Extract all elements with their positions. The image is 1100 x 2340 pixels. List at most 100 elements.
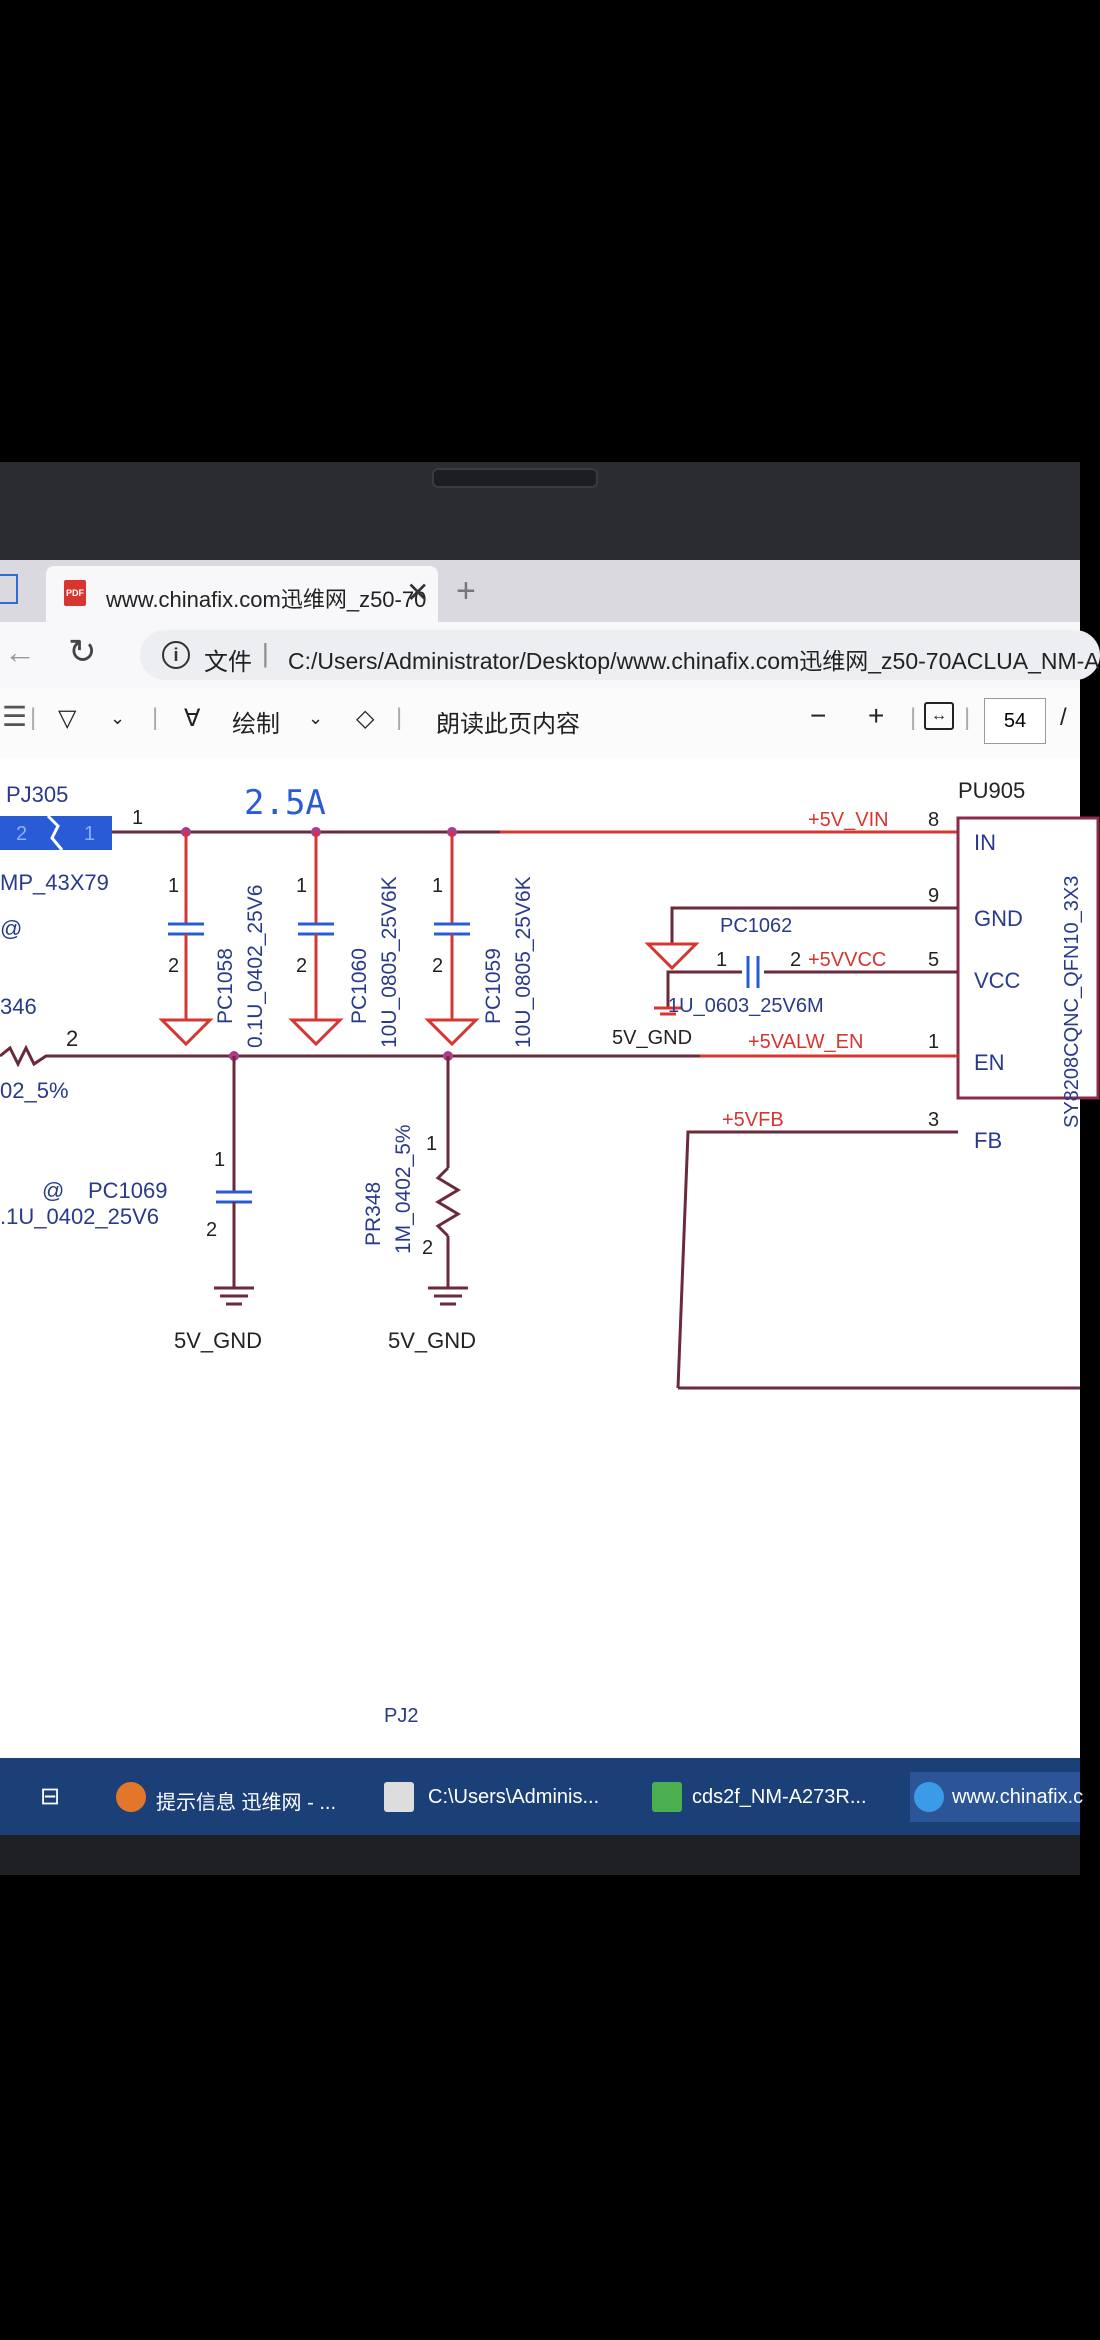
pc1069-at: @ — [42, 1178, 64, 1203]
url-text[interactable]: C:/Users/Administrator/Desktop/www.china… — [288, 648, 1100, 674]
toolbar-divider: | — [964, 704, 971, 731]
pc1059-ref: PC1059 — [482, 948, 505, 1024]
app-icon — [116, 1782, 146, 1812]
pc1059-value: 10U_0805_25V6K — [512, 876, 535, 1048]
gnd-wire — [670, 906, 958, 944]
pc1060-value: 10U_0805_25V6K — [378, 876, 401, 1048]
new-tab-button[interactable]: + — [456, 572, 476, 610]
pdf-page: PJ305 2 1 1 MP_43X79 @ 2.5A 1 2 PC1058 0… — [0, 758, 1100, 1758]
draw-button[interactable]: 绘制 — [232, 711, 280, 738]
connector-part: MP_43X79 — [0, 870, 109, 895]
pc1069-pin1: 1 — [214, 1149, 225, 1171]
footer-ref: PJ2 — [384, 1705, 418, 1727]
browser-tab-bar: PDF www.chinafix.com迅维网_z50-70 ✕ + — [0, 560, 1080, 622]
tab-title: www.chinafix.com迅维网_z50-70 — [106, 587, 427, 612]
pr348-value: 1M_0402_5% — [392, 1124, 415, 1254]
connector-ref: PJ305 — [6, 782, 68, 807]
close-tab-button[interactable]: ✕ — [406, 577, 430, 608]
webcam-hinge — [432, 468, 598, 488]
toolbar-divider: | — [396, 704, 403, 731]
pin-fb-name: FB — [974, 1128, 1002, 1153]
pc1060-pin2: 2 — [296, 955, 307, 977]
task-view-icon[interactable]: ⊟ — [40, 1783, 61, 1810]
connector-pin-out: 1 — [132, 807, 143, 829]
pin-gnd-num: 9 — [928, 885, 939, 907]
app-icon — [652, 1782, 682, 1812]
fb-wire — [676, 1130, 958, 1389]
read-aloud-button[interactable]: 朗读此页内容 — [436, 711, 580, 738]
contents-icon[interactable]: ☰ — [2, 701, 28, 732]
browser-tab[interactable]: PDF www.chinafix.com迅维网_z50-70 ✕ — [46, 566, 438, 622]
pc1059-pin2: 2 — [432, 955, 443, 977]
laptop-bottom-bezel — [0, 1835, 1080, 1875]
pc1059-pin1: 1 — [432, 875, 443, 897]
capacitor-pc1069 — [214, 1051, 254, 1306]
url-field[interactable]: i 文件 | C:/Users/Administrator/Desktop/ww… — [140, 630, 1100, 680]
connector-at: @ — [0, 916, 22, 941]
pc1058-ref: PC1058 — [214, 948, 237, 1024]
gnd-symbol — [644, 942, 700, 971]
pc1058-pin2: 2 — [168, 955, 179, 977]
pdf-toolbar: ☰ | ▽ ⌄ | ∀ 绘制 ⌄ ◇ | 朗读此页内容 − + | ↔ | 54… — [0, 688, 1080, 759]
pc1069-ref: PC1069 — [88, 1178, 168, 1203]
pin-in-num: 8 — [928, 809, 939, 831]
resistor-346-ref: 346 — [0, 994, 37, 1019]
window-control-icon[interactable] — [0, 574, 18, 604]
taskbar-item-label: cds2f_NM-A273R... — [692, 1786, 867, 1808]
vin-net-label: +5V_VIN — [808, 809, 889, 831]
pc1062-pin1: 1 — [716, 949, 727, 971]
url-separator: | — [262, 638, 269, 668]
site-label: 文件 — [204, 649, 252, 676]
info-icon[interactable]: i — [162, 641, 190, 669]
pin-gnd-name: GND — [974, 906, 1023, 931]
taskbar-item-browser[interactable]: www.chinafix.c — [910, 1772, 1084, 1822]
chevron-down-icon[interactable]: ⌄ — [110, 708, 126, 728]
ic-pu905 — [956, 816, 1100, 1100]
eraser-icon[interactable]: ◇ — [356, 705, 375, 732]
schematic-drawing: PJ305 2 1 1 MP_43X79 @ 2.5A 1 2 PC1058 0… — [0, 778, 1100, 1727]
pr348-ref: PR348 — [362, 1182, 385, 1246]
browser-icon — [914, 1782, 944, 1812]
refresh-icon[interactable]: ↻ — [68, 633, 97, 671]
pin-en-num: 1 — [928, 1031, 939, 1053]
back-arrow-icon[interactable]: ← — [4, 634, 36, 670]
taskbar-item-explorer[interactable]: C:\Users\Adminis... — [384, 1772, 624, 1822]
document-icon — [384, 1782, 414, 1812]
toolbar-divider: | — [910, 704, 917, 731]
page-number-input[interactable]: 54 — [984, 698, 1046, 744]
zoom-in-button[interactable]: + — [868, 700, 885, 731]
pc1069-pin2: 2 — [206, 1219, 217, 1241]
resistor-pr348 — [428, 1051, 468, 1306]
toolbar-divider: | — [30, 704, 37, 731]
pdf-icon: PDF — [64, 580, 86, 606]
pc1058-pin1: 1 — [168, 875, 179, 897]
taskbar-item-cadence[interactable]: cds2f_NM-A273R... — [652, 1772, 892, 1822]
ic-ref: PU905 — [958, 778, 1025, 803]
fit-page-icon[interactable]: ↔ — [924, 702, 954, 730]
taskbar-item-label: C:\Users\Adminis... — [428, 1786, 600, 1808]
chevron-down-icon[interactable]: ⌄ — [308, 708, 324, 728]
taskbar-item-label: www.chinafix.c — [952, 1786, 1084, 1808]
draw-icon[interactable]: ∀ — [184, 705, 201, 732]
laptop-screen: PDF www.chinafix.com迅维网_z50-70 ✕ + ← ↻ i… — [0, 560, 1100, 1835]
capacitor-pc1060 — [288, 827, 344, 1047]
zoom-out-button[interactable]: − — [810, 700, 827, 731]
gnd-label-1: 5V_GND — [174, 1328, 262, 1353]
connector-break-icon — [46, 814, 64, 851]
gnd-net-label: 5V_GND — [612, 1027, 692, 1049]
pin-in-name: IN — [974, 830, 996, 855]
highlight-icon[interactable]: ▽ — [58, 705, 77, 732]
pc1062-pin2: 2 — [790, 949, 801, 971]
taskbar-item-chat[interactable]: 提示信息 迅维网 - ... — [116, 1772, 356, 1822]
en-net-label: +5VALW_EN — [748, 1031, 863, 1053]
pin-en-name: EN — [974, 1050, 1005, 1075]
resistor-346-value: 02_5% — [0, 1078, 69, 1103]
pc1058-value: 0.1U_0402_25V6 — [244, 885, 267, 1048]
taskbar-item-label: 提示信息 迅维网 - ... — [156, 1792, 336, 1814]
pc1062-ref: PC1062 — [720, 915, 792, 937]
toolbar-divider: | — [152, 704, 159, 731]
pc1069-value: .1U_0402_25V6 — [0, 1204, 159, 1229]
vcc-net-label: +5VVCC — [808, 949, 886, 971]
pc1060-pin1: 1 — [296, 875, 307, 897]
taskbar: ⊟ 提示信息 迅维网 - ... C:\Users\Adminis... cds… — [0, 1758, 1084, 1835]
